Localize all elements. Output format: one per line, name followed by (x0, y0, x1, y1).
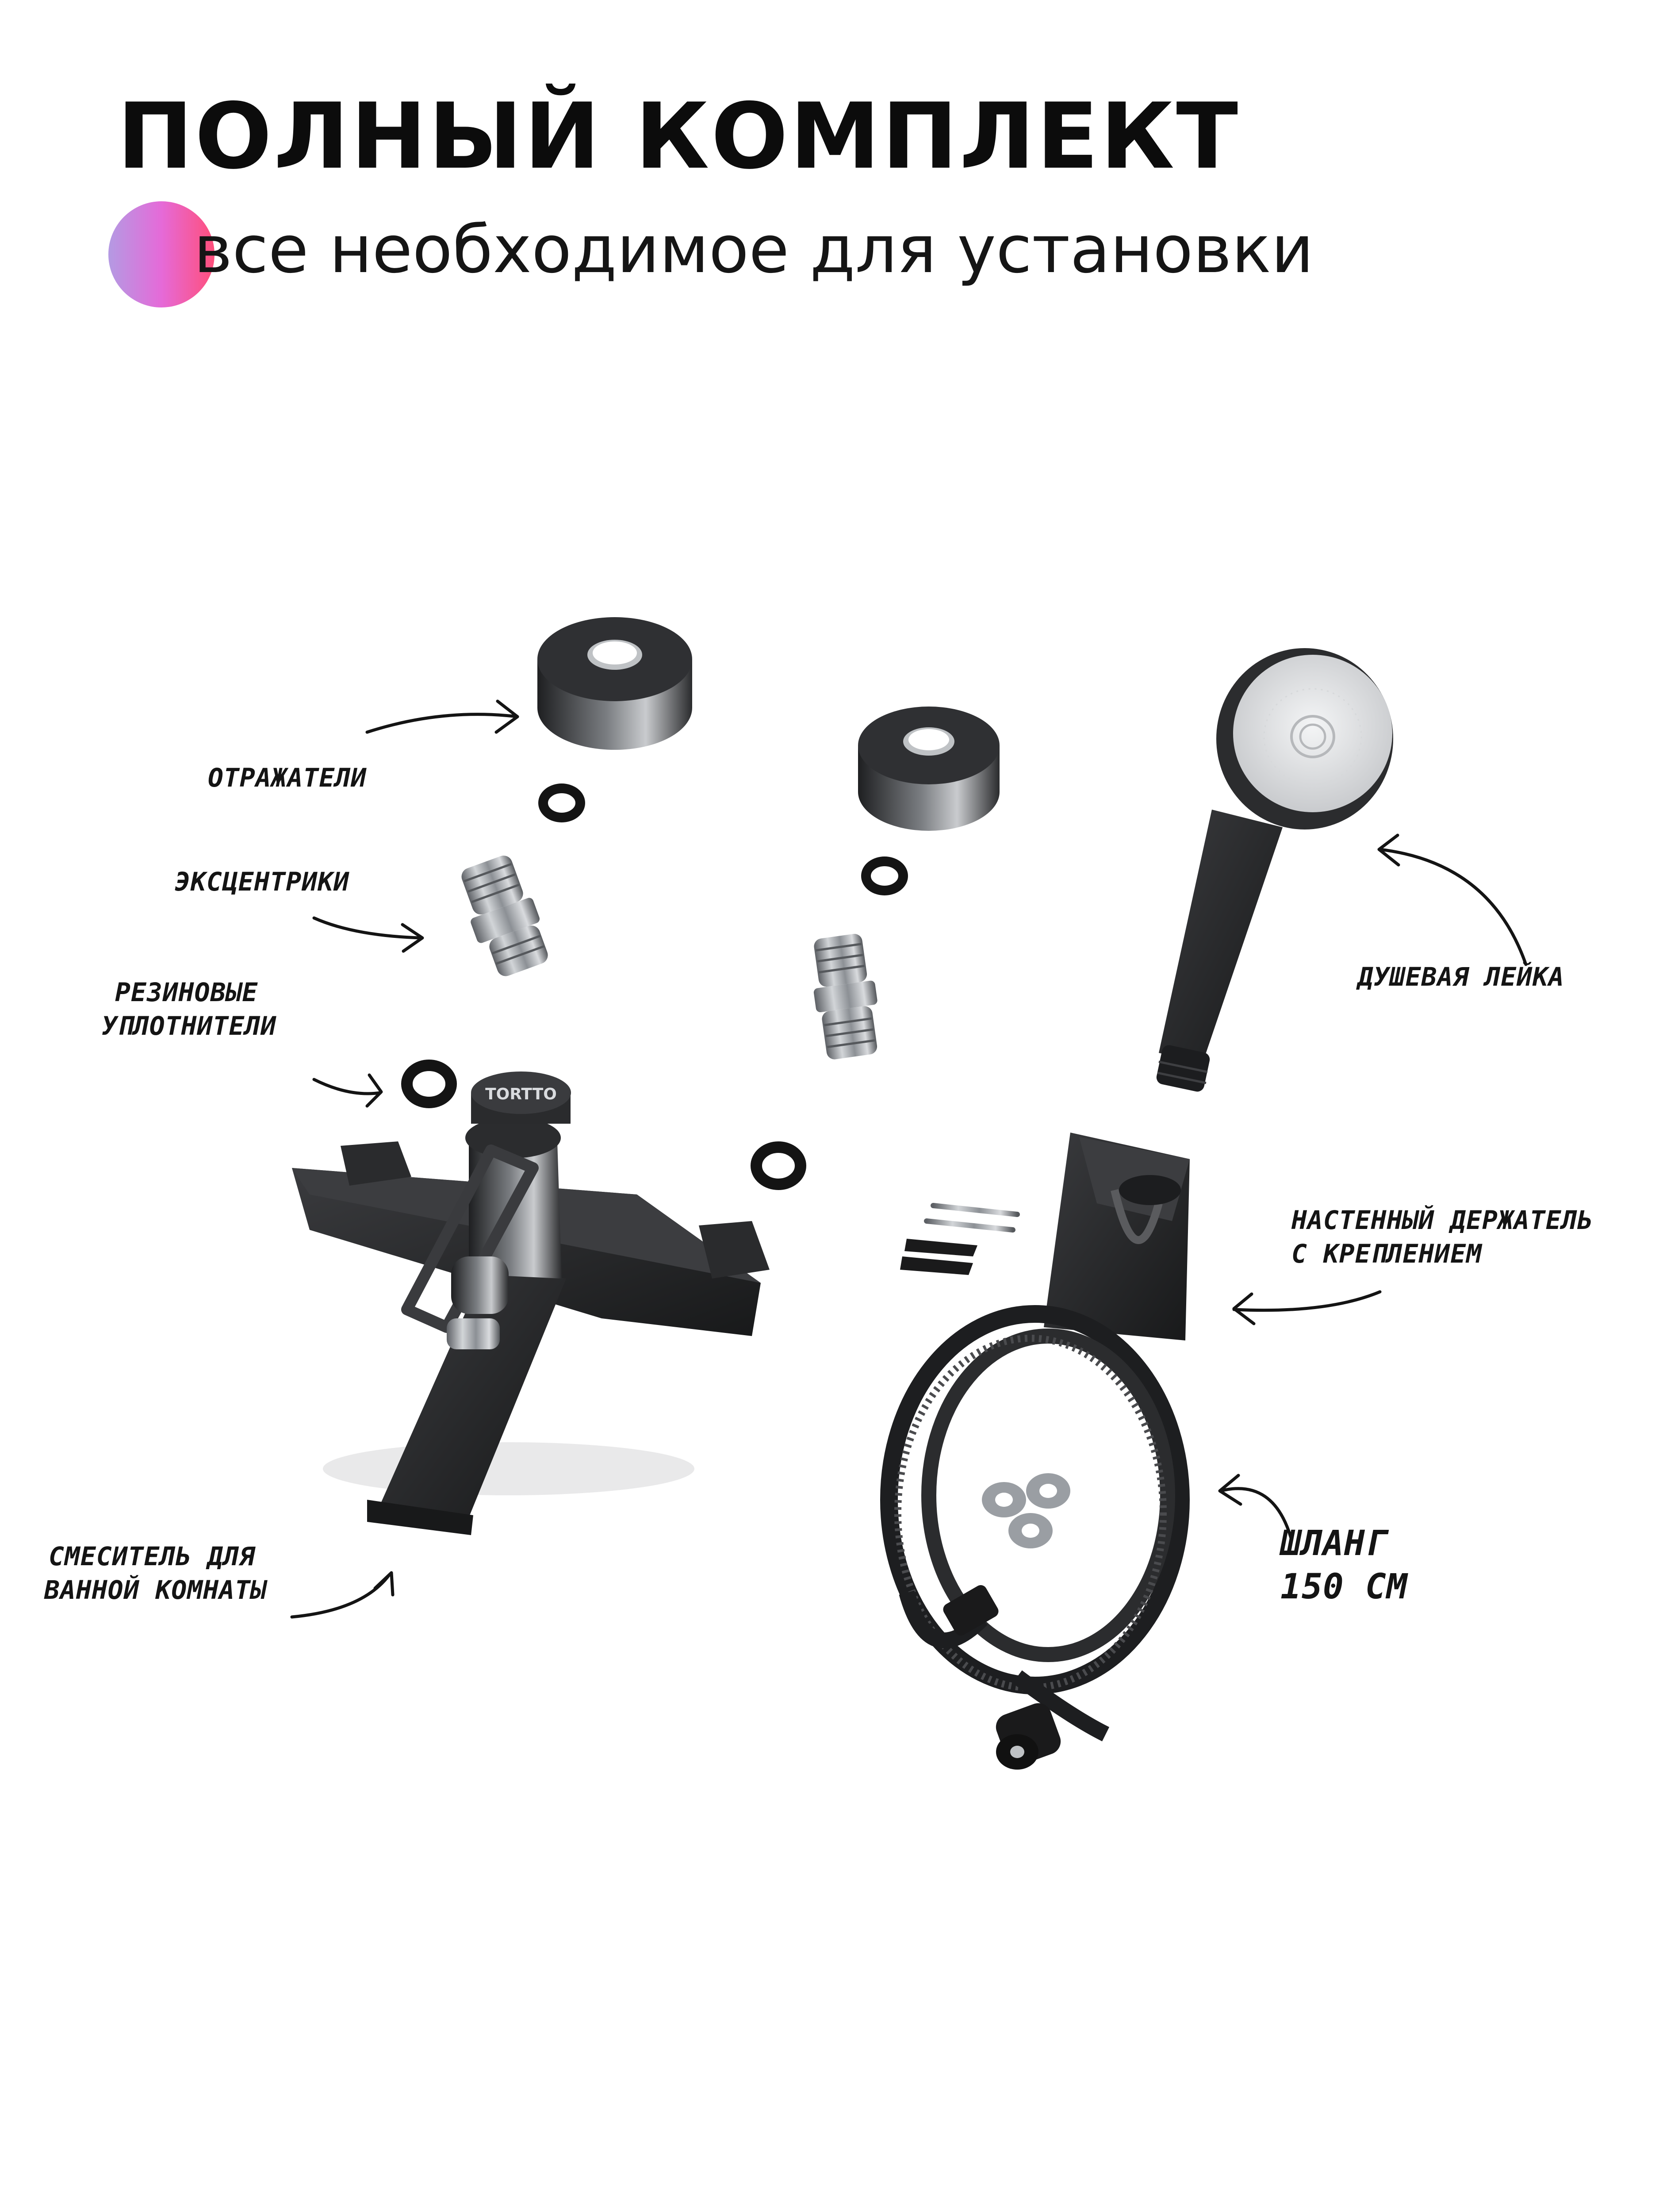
label-shower-head: ДУШЕВАЯ ЛЕЙКА (1358, 962, 1564, 992)
label-holder-line1: НАСТЕННЫЙ ДЕРЖАТЕЛЬ (1291, 1205, 1594, 1235)
arrow-icon (365, 699, 519, 734)
label-eccentrics: ЭКСЦЕНТРИКИ (175, 867, 350, 897)
seal-ring-icon (751, 1141, 806, 1190)
brand-logo: TORTTO (485, 1085, 557, 1103)
seal-ring-icon (401, 1060, 457, 1108)
label-hose-line2: 150 СМ (1280, 1567, 1408, 1607)
shower-head-icon (1156, 648, 1393, 1092)
arrow-icon (312, 916, 424, 953)
washer-icon (1008, 1513, 1053, 1548)
label-seals-line2: УПЛОТНИТЕЛИ (102, 1011, 277, 1041)
hose-icon (943, 1585, 1061, 1770)
seal-ring-icon (538, 783, 585, 822)
eccentric-icon (461, 856, 548, 976)
label-seals-line1: РЕЗИНОВЫЕ (115, 977, 258, 1007)
seal-ring-icon (861, 856, 908, 895)
label-mixer-line1: СМЕСИТЕЛЬ ДЛЯ (49, 1541, 255, 1571)
arrow-icon (1232, 1290, 1382, 1325)
reflector-icon (858, 707, 1000, 831)
label-hose: ШЛАНГ 150 СМ (1280, 1522, 1408, 1609)
label-mixer-line2: ВАННОЙ КОМНАТЫ (44, 1575, 267, 1605)
page-subtitle: все необходимое для установки (194, 211, 1314, 288)
washer-icon (1026, 1473, 1070, 1509)
washer-icon (982, 1482, 1026, 1517)
eccentric-icon (813, 933, 877, 1060)
reflector-icon (537, 617, 692, 750)
arrow-icon (1218, 1474, 1293, 1541)
label-hose-line1: ШЛАНГ (1280, 1524, 1387, 1563)
page-title: ПОЛНЫЙ КОМПЛЕКТ (117, 84, 1240, 189)
arrow-icon (312, 1073, 383, 1108)
hose-icon (880, 1305, 1190, 1742)
arrow-icon (1377, 833, 1528, 966)
label-mixer: СМЕСИТЕЛЬ ДЛЯ ВАННОЙ КОМНАТЫ (44, 1540, 267, 1607)
arrow-icon (290, 1571, 395, 1619)
label-holder-line2: С КРЕПЛЕНИЕМ (1291, 1239, 1483, 1269)
screw-icon (900, 1203, 1020, 1275)
label-seals: РЕЗИНОВЫЕ УПЛОТНИТЕЛИ (102, 975, 276, 1043)
mixer-icon: TORTTO (292, 1071, 770, 1535)
label-holder: НАСТЕННЫЙ ДЕРЖАТЕЛЬ С КРЕПЛЕНИЕМ (1291, 1203, 1593, 1271)
label-reflectors: ОТРАЖАТЕЛИ (208, 763, 367, 793)
holder-icon (1044, 1133, 1190, 1340)
accent-dot (108, 201, 215, 307)
